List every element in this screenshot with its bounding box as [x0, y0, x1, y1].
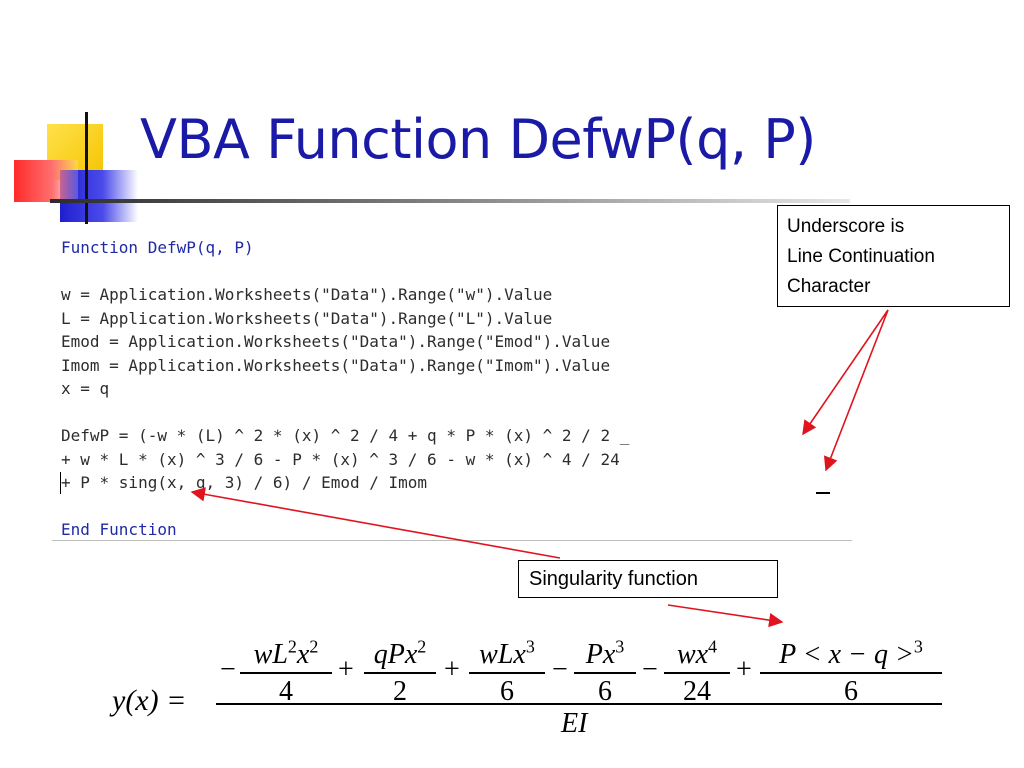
- code-line: + w * L * (x) ^ 3 / 6 - P * (x) ^ 3 / 6 …: [61, 449, 620, 469]
- formula-lhs: y(x) =: [112, 684, 187, 717]
- logo-red-square: [14, 160, 78, 202]
- text-cursor: [60, 472, 61, 494]
- singularity-callout: Singularity function: [518, 560, 778, 598]
- callout-line: Character: [787, 276, 871, 297]
- arrow-to-sing-call: [190, 487, 561, 559]
- term-5: wx4 24: [664, 638, 730, 710]
- op-minus: −: [552, 654, 568, 685]
- code-line: End Function: [61, 520, 177, 539]
- formula-denominator: EI: [561, 708, 588, 739]
- term-6-singularity: P < x − q >3 6: [760, 638, 942, 710]
- op-plus: +: [338, 654, 354, 685]
- op-plus: +: [444, 654, 460, 685]
- code-line: Function DefwP(q, P): [61, 238, 254, 257]
- code-divider: [52, 540, 852, 541]
- term-4: Px3 6: [574, 638, 636, 710]
- arrow-to-singularity-term: [667, 604, 784, 628]
- logo-vertical-line: [85, 112, 88, 224]
- code-line: L = Application.Worksheets("Data").Range…: [61, 308, 553, 328]
- arrow-to-underscore-2: [823, 309, 889, 472]
- term-1: wL2x2 4: [240, 638, 332, 710]
- page-title: VBA Function DefwP(q, P): [140, 108, 816, 171]
- code-line: + P * sing(x, q, 3) / 6) / Emod / Imom: [61, 473, 428, 492]
- main-fraction-bar: [216, 703, 942, 705]
- callout-line: Line Continuation: [787, 246, 935, 267]
- code-line: DefwP = (-w * (L) ^ 2 * (x) ^ 2 / 4 + q …: [61, 426, 630, 445]
- code-line: Emod = Application.Worksheets("Data").Ra…: [61, 332, 611, 351]
- deflection-formula: y(x) = − wL2x2 4 + qPx2 2 + wLx3 6 − Px3…: [112, 636, 962, 756]
- term-3: wLx3 6: [469, 638, 545, 710]
- line-continuation-underscore: [816, 492, 830, 494]
- code-line: Imom = Application.Worksheets("Data").Ra…: [61, 355, 611, 375]
- op-minus: −: [642, 654, 658, 685]
- term-2: qPx2 2: [364, 638, 436, 710]
- underscore-callout: Underscore is Line Continuation Characte…: [777, 205, 1010, 307]
- lead-minus: −: [220, 654, 236, 685]
- vba-code-block: Function DefwP(q, P) w = Application.Work…: [61, 236, 629, 542]
- code-line: w = Application.Worksheets("Data").Range…: [61, 285, 553, 304]
- code-line: x = q: [61, 379, 110, 398]
- title-divider: [50, 199, 850, 203]
- callout-line: Underscore is: [787, 216, 905, 237]
- arrow-to-underscore-1: [802, 309, 889, 436]
- op-plus: +: [736, 654, 752, 685]
